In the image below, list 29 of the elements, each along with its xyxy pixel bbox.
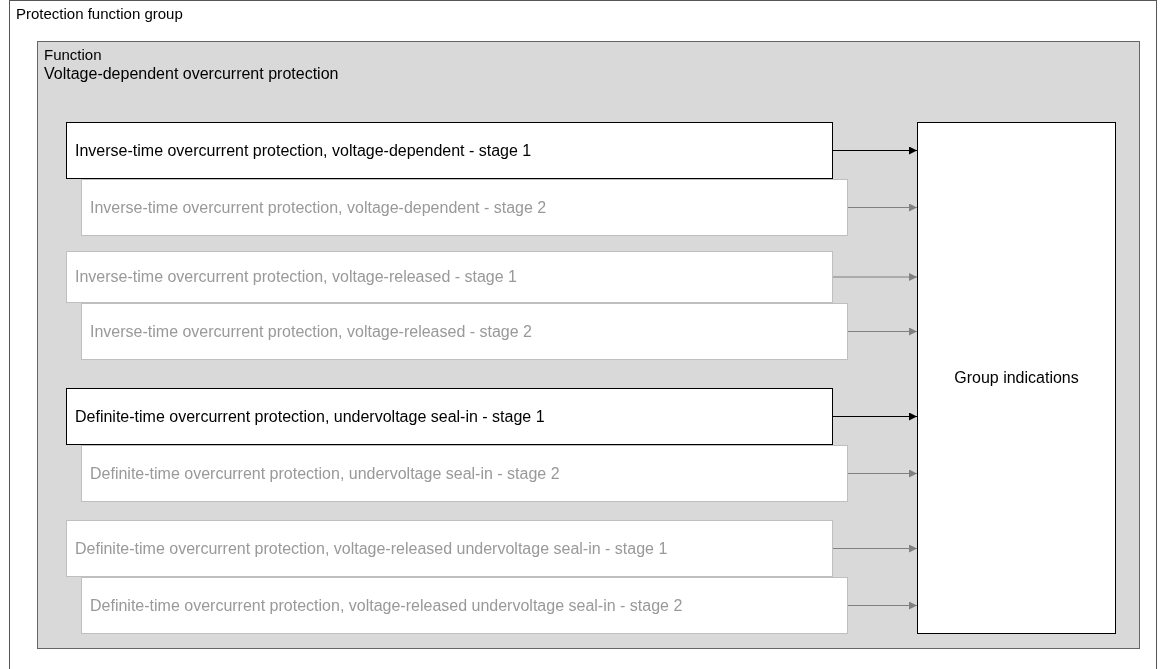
arrow <box>832 146 918 155</box>
box-label: Group indications <box>954 368 1079 388</box>
indication-box <box>917 122 1116 634</box>
arrow <box>847 327 918 336</box>
arrow <box>847 601 918 610</box>
arrow <box>847 469 918 478</box>
group-title: Protection function group <box>16 4 183 23</box>
arrow <box>832 412 918 421</box>
function-stage-box <box>81 179 848 236</box>
function-stage-box <box>66 122 833 179</box>
box-label: Definite-time overcurrent protection, undervoltage seal-in - stage 2 <box>90 463 560 484</box>
arrow <box>832 544 918 553</box>
function-stage-box <box>66 251 833 303</box>
arrow <box>847 203 918 212</box>
box-label: Definite-time overcurrent protection, undervoltage seal-in - stage 1 <box>75 406 545 427</box>
box-label: Inverse-time overcurrent protection, voltage-released - stage 1 <box>75 267 517 287</box>
function-stage-box <box>81 303 848 360</box>
function-stage-box <box>81 577 848 634</box>
box-label: Inverse-time overcurrent protection, voltage-dependent - stage 1 <box>75 140 532 161</box>
function-stage-box <box>66 520 833 577</box>
box-label: Inverse-time overcurrent protection, voltage-dependent - stage 2 <box>90 197 547 218</box>
box-label: Definite-time overcurrent protection, voltage-released undervoltage seal-in - stage 1 <box>75 538 668 559</box>
box-label: Definite-time overcurrent protection, voltage-released undervoltage seal-in - stage 2 <box>90 595 683 616</box>
function-stage-box <box>66 388 833 445</box>
box-label: Inverse-time overcurrent protection, voltage-released - stage 2 <box>90 321 532 342</box>
arrow <box>832 273 918 281</box>
group-subtitle: Voltage-dependent overcurrent protection <box>44 64 339 83</box>
group-title: Function <box>44 45 103 64</box>
function-stage-box <box>81 445 848 502</box>
